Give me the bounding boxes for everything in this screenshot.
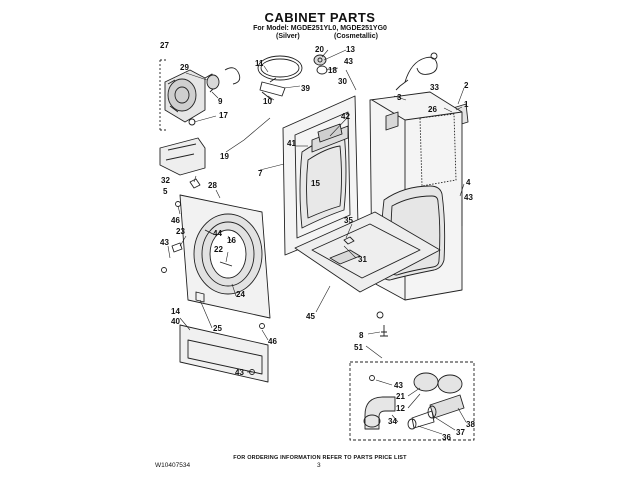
callout-1: 1: [464, 100, 469, 109]
idler-pulley: [313, 54, 327, 66]
callout-39: 39: [301, 84, 310, 93]
callout-15: 15: [311, 179, 320, 188]
callout-29: 29: [180, 63, 189, 72]
callout-43: 43: [344, 57, 353, 66]
callout-33: 33: [430, 83, 439, 92]
motor-assembly: [164, 69, 220, 123]
exhaust-hood: [413, 372, 439, 392]
screw: [369, 375, 375, 381]
callout-38: 38: [466, 420, 475, 429]
toe-panel: [179, 324, 269, 383]
callout-20: 20: [315, 45, 324, 54]
callout-30: 30: [338, 77, 347, 86]
ordering-info-note: FOR ORDERING INFORMATION REFER TO PARTS …: [233, 455, 407, 461]
wire-harness-coil: [395, 56, 438, 91]
callout-17: 17: [219, 111, 228, 120]
callout-43: 43: [394, 381, 403, 390]
foot-cap: [376, 311, 384, 319]
bracket-27: [159, 59, 168, 131]
exhaust-kit-inset: [349, 361, 475, 441]
page-number: 3: [317, 462, 321, 469]
callout-19: 19: [220, 152, 229, 161]
callout-5: 5: [163, 187, 168, 196]
callout-14: 14: [171, 307, 180, 316]
callout-16: 16: [227, 236, 236, 245]
model-line: For Model: MGDE251YL0, MGDE251YG0: [253, 25, 387, 32]
cabinet-rear-panel: [282, 95, 359, 256]
terminal-block: [189, 178, 201, 189]
callout-25: 25: [213, 324, 222, 333]
clip: [195, 291, 205, 303]
callout-40: 40: [171, 317, 180, 326]
callout-4: 4: [466, 178, 471, 187]
front-panel: [179, 194, 271, 319]
callout-41: 41: [287, 139, 296, 148]
callout-18: 18: [328, 66, 337, 75]
leveling-leg: [380, 325, 388, 337]
callout-7: 7: [258, 169, 263, 178]
callout-24: 24: [236, 290, 245, 299]
document-number: W10407534: [155, 462, 191, 469]
cabinet-base: [294, 211, 441, 293]
callout-43: 43: [235, 368, 244, 377]
callout-36: 36: [442, 433, 451, 442]
callout-21: 21: [396, 392, 405, 401]
callout-46: 46: [268, 337, 277, 346]
drum-support: [343, 236, 355, 245]
callout-12: 12: [396, 404, 405, 413]
callout-3: 3: [397, 93, 402, 102]
exhaust-elbow: [364, 396, 396, 430]
callout-23: 23: [176, 227, 185, 236]
callout-13: 13: [346, 45, 355, 54]
page-title: CABINET PARTS: [264, 10, 376, 25]
variant-silver: (Silver): [276, 33, 300, 40]
hose-clamp: [224, 67, 241, 85]
callout-44: 44: [213, 229, 222, 238]
callout-2: 2: [464, 81, 469, 90]
callout-51: 51: [354, 343, 363, 352]
callout-11: 11: [255, 59, 264, 68]
callout-35: 35: [344, 216, 353, 225]
exhaust-tube: [429, 394, 465, 419]
callout-43: 43: [160, 238, 169, 247]
leader-lines: [167, 49, 467, 435]
screw: [175, 201, 181, 207]
callout-28: 28: [208, 181, 217, 190]
callout-26: 26: [428, 105, 437, 114]
callout-32: 32: [161, 176, 170, 185]
screw: [259, 323, 265, 329]
idler-bracket: [259, 81, 286, 97]
callout-37: 37: [456, 428, 465, 437]
callout-31: 31: [358, 255, 367, 264]
callout-27: 27: [160, 41, 169, 50]
callout-22: 22: [214, 245, 223, 254]
screw: [161, 267, 167, 273]
callout-34: 34: [388, 417, 397, 426]
callout-8: 8: [359, 331, 364, 340]
callout-42: 42: [341, 112, 350, 121]
callout-9: 9: [218, 97, 223, 106]
variant-cosmetallic: (Cosmetallic): [334, 33, 378, 40]
callout-10: 10: [263, 97, 272, 106]
door-switch: [171, 242, 183, 253]
bushing: [316, 65, 328, 75]
callout-46: 46: [171, 216, 180, 225]
drive-belt: [257, 55, 303, 81]
callout-43: 43: [464, 193, 473, 202]
exhaust-coupler: [411, 410, 435, 429]
callout-45: 45: [306, 312, 315, 321]
